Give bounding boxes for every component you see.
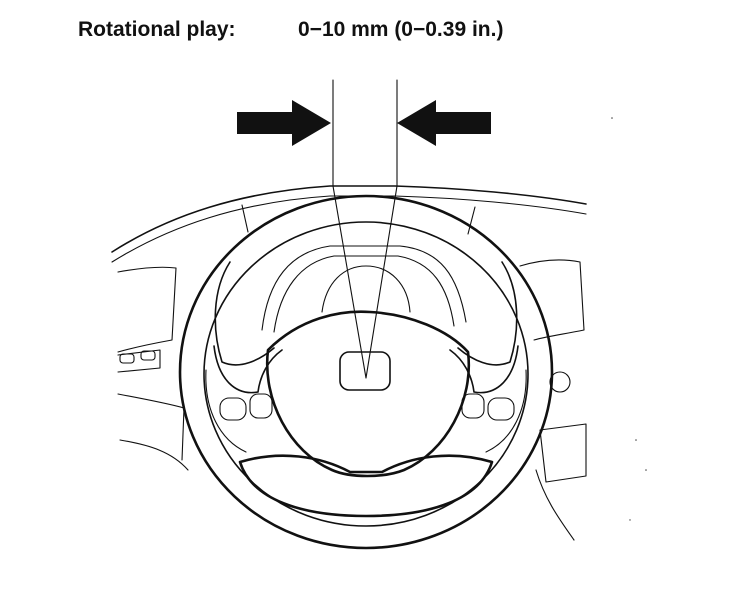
lower-spoke (238, 454, 494, 518)
gauge-cluster (261, 245, 467, 333)
steering-wheel-rim (178, 194, 554, 550)
wheel-spokes (205, 261, 527, 453)
dashboard-outline (111, 185, 587, 541)
rotational-play-caption: Rotational play: 0−10 mm (0−0.39 in.) (78, 18, 503, 42)
play-reference-lines (332, 79, 398, 379)
airbag-hub (265, 310, 471, 478)
rotational-play-value: 0−10 mm (0−0.39 in.) (298, 18, 504, 41)
scan-specks (611, 117, 647, 521)
rotational-play-label: Rotational play: (78, 18, 236, 41)
right-arrow-icon (397, 100, 491, 146)
left-arrow-icon (237, 100, 331, 146)
